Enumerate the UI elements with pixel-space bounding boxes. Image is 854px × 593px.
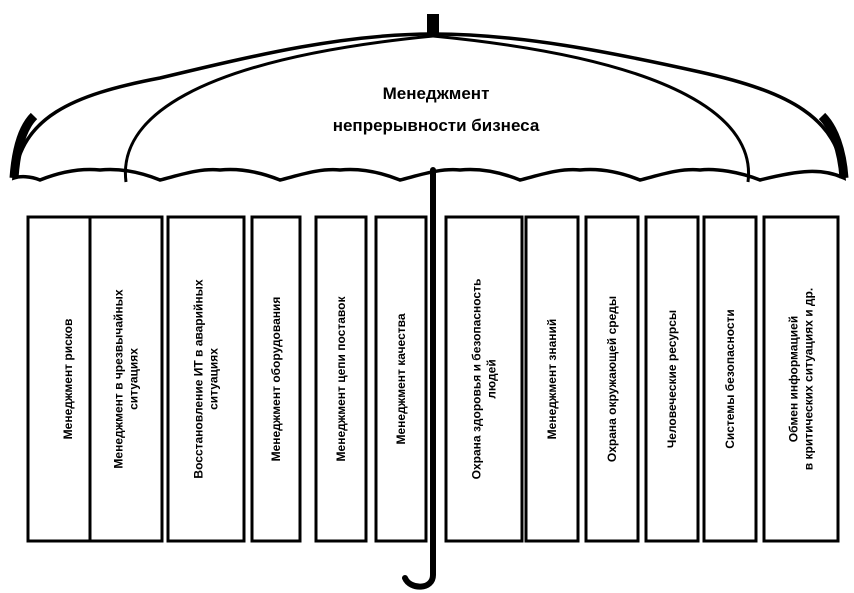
pillar-3: Восстановление ИТ в аварийныхситуациях xyxy=(166,215,246,543)
pillar-label-line: Обмен информацией xyxy=(787,316,801,442)
pillar-box xyxy=(444,215,524,543)
pillar-2: Менеджмент в чрезвычайныхситуациях xyxy=(88,215,164,543)
pillar-box xyxy=(524,215,580,543)
pillar-label: Охрана здоровья и безопасностьлюдей xyxy=(470,279,499,480)
canopy-right-edge xyxy=(818,112,849,179)
canopy-left-edge xyxy=(9,112,38,179)
pillar-label: Менеджмент рисков xyxy=(61,319,75,440)
pillar-label: Обмен информациейв критических ситуациях… xyxy=(787,288,816,470)
pillar-label-line: людей xyxy=(485,359,499,398)
pillar-label-line: Охрана окружающей среды xyxy=(605,296,619,462)
pillar-label-line: Системы безопасности xyxy=(723,309,737,449)
pillar-label-line: Менеджмент в чрезвычайных xyxy=(112,289,126,469)
pillar-box xyxy=(314,215,368,543)
pillar-10: Человеческие ресурсы xyxy=(644,215,700,543)
title-line-2: непрерывности бизнеса xyxy=(333,116,540,135)
pillar-label: Менеджмент оборудования xyxy=(269,297,283,462)
pillar-label-line: Менеджмент оборудования xyxy=(269,297,283,462)
umbrella-canopy: Менеджмент непрерывности бизнеса xyxy=(9,14,849,183)
pillar-9: Охрана окружающей среды xyxy=(584,215,640,543)
pillar-box xyxy=(702,215,758,543)
pillar-box xyxy=(374,215,428,543)
pillar-label-line: Менеджмент качества xyxy=(394,313,408,444)
handle-shaft xyxy=(402,167,436,590)
pillar-box xyxy=(88,215,164,543)
pillar-5: Менеджмент цепи поставок xyxy=(314,215,368,543)
pillar-label-line: в критических ситуациях и др. xyxy=(802,288,816,470)
pillar-label: Менеджмент в чрезвычайныхситуациях xyxy=(112,289,141,469)
pillar-box xyxy=(762,215,840,543)
pillar-label-line: Охрана здоровья и безопасность xyxy=(470,279,484,480)
pillar-box xyxy=(166,215,246,543)
pillar-label: Менеджмент качества xyxy=(394,313,408,444)
pillars-group: Менеджмент рисков Менеджмент в чрезвычайн… xyxy=(26,215,840,543)
umbrella-handle xyxy=(402,167,436,590)
pillar-8: Менеджмент знаний xyxy=(524,215,580,543)
canopy-rib-left xyxy=(123,34,434,183)
pillar-label-line: ситуациях xyxy=(127,348,141,410)
pillar-box xyxy=(250,215,302,543)
pillar-11: Системы безопасности xyxy=(702,215,758,543)
title-line-1: Менеджмент xyxy=(383,84,490,103)
canopy-rib-right xyxy=(432,34,751,183)
pillar-label-line: Менеджмент рисков xyxy=(61,319,75,440)
pillar-4: Менеджмент оборудования xyxy=(250,215,302,543)
pillar-box xyxy=(584,215,640,543)
pillar-label-line: Человеческие ресурсы xyxy=(665,310,679,448)
umbrella-finial xyxy=(427,14,439,34)
pillar-label: Менеджмент цепи поставок xyxy=(334,296,348,462)
pillar-7: Охрана здоровья и безопасностьлюдей xyxy=(444,215,524,543)
pillar-label: Человеческие ресурсы xyxy=(665,310,679,448)
canopy-outline xyxy=(11,32,847,182)
pillar-6: Менеджмент качества xyxy=(374,215,428,543)
pillar-label-line: Менеджмент цепи поставок xyxy=(334,296,348,462)
pillar-label-line: ситуациях xyxy=(207,348,221,410)
pillar-box xyxy=(644,215,700,543)
pillar-label: Охрана окружающей среды xyxy=(605,296,619,462)
pillar-12: Обмен информациейв критических ситуациях… xyxy=(762,215,840,543)
pillar-label-line: Восстановление ИТ в аварийных xyxy=(192,279,206,478)
pillar-label: Менеджмент знаний xyxy=(545,319,559,440)
pillar-label-line: Менеджмент знаний xyxy=(545,319,559,440)
pillar-label: Восстановление ИТ в аварийныхситуациях xyxy=(192,279,221,478)
pillar-label: Системы безопасности xyxy=(723,309,737,449)
